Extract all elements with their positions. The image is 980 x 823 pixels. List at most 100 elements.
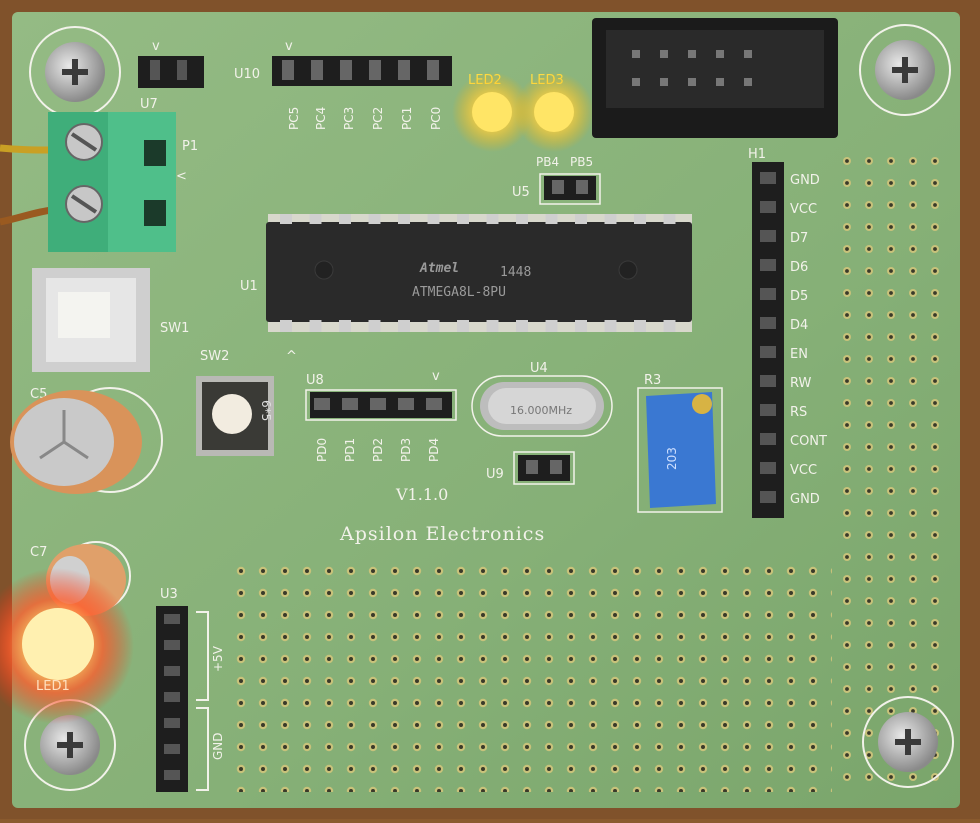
u1-pin-bottom	[368, 320, 381, 332]
u8-pin-label: PD3	[399, 438, 413, 462]
u1-pin-top	[604, 214, 617, 224]
label-u10: U10	[234, 67, 260, 82]
u1-pin-top	[339, 214, 351, 224]
u10-pin-label: PC0	[429, 107, 443, 130]
label-sw1: SW1	[160, 321, 189, 336]
trimpot-r3: R3 203	[637, 373, 723, 513]
u10-pin	[282, 60, 294, 80]
h1-pin	[760, 201, 776, 213]
u1-pin-top	[280, 214, 292, 224]
u1-pin-top	[516, 214, 528, 224]
label-pb4: PB4	[536, 155, 559, 169]
screw-bottom-left-icon	[24, 699, 116, 791]
h1-pin	[760, 317, 776, 329]
svg-text:v: v	[285, 39, 293, 54]
h1-pin-label: VCC	[790, 202, 817, 217]
label-u9: U9	[486, 467, 504, 482]
u10-pin-label: PC1	[400, 107, 414, 130]
u10-pin	[340, 60, 352, 80]
brand-name: Apsilon Electronics	[339, 523, 545, 545]
label-p1: P1	[182, 139, 198, 154]
h1-pin-label: D5	[790, 289, 808, 304]
header-u8: U8 v PD0 PD1 PD2 PD3 PD4	[305, 369, 457, 462]
label-pb5: PB5	[570, 155, 593, 169]
label-u5: U5	[512, 185, 530, 200]
u1-pin-bottom	[634, 320, 646, 332]
u1-pin-top	[634, 214, 646, 224]
u1-pin-bottom	[604, 320, 617, 332]
u1-pin-bottom	[339, 320, 351, 332]
h1-pin	[760, 259, 776, 271]
u1-pin-bottom	[309, 320, 322, 332]
u1-pin-top	[457, 214, 469, 224]
label-led1: LED1	[36, 679, 70, 694]
h1-pin-label: CONT	[790, 434, 827, 449]
u1-pin-bottom	[486, 320, 499, 332]
label-plus5v: +5V	[211, 645, 225, 672]
u10-pin-labels: PC5 PC4 PC3 PC2 PC1 PC0	[287, 107, 443, 130]
led3: LED3	[514, 72, 594, 152]
h1-pin-label: GND	[790, 492, 820, 507]
isp-box-header	[592, 18, 838, 138]
label-u1: U1	[240, 279, 258, 294]
crystal-u4: U4 16.000MHz	[471, 361, 613, 437]
header-u5: PB4 PB5 U5	[512, 155, 601, 205]
switch-sw2: SW2 6*5	[196, 349, 274, 456]
u10-pin-label: PC5	[287, 107, 301, 130]
chip-code: 1448	[500, 265, 531, 280]
led1: LED1	[0, 568, 134, 724]
u1-pin-bottom	[280, 320, 292, 332]
header-u9: U9	[486, 451, 575, 485]
sw2-mark: 6*5	[259, 400, 273, 421]
u1-pin-top	[309, 214, 322, 224]
svg-text:v: v	[432, 369, 440, 384]
label-u3: U3	[160, 587, 178, 602]
h1-pin	[760, 491, 776, 503]
h1-pin-label: RW	[790, 376, 812, 391]
svg-text:^: ^	[286, 349, 297, 364]
h1-pin	[760, 375, 776, 387]
label-u7: U7	[140, 97, 158, 112]
switch-sw1: SW1	[32, 268, 189, 372]
h1-pin-label: RS	[790, 405, 807, 420]
u8-pin-label: PD1	[343, 438, 357, 462]
h1-pin	[760, 346, 776, 358]
u10-pin	[369, 60, 381, 80]
u1-pin-bottom	[427, 320, 440, 332]
chip-logo: Atmel	[419, 261, 459, 276]
h1-pin-label: EN	[790, 347, 808, 362]
u1-pin-top	[575, 214, 587, 224]
led2: LED2	[452, 72, 532, 152]
u10-pin-label: PC2	[371, 107, 385, 130]
u1-pin-bottom	[398, 320, 410, 332]
u10-pin	[398, 60, 410, 80]
h1-pin-label: VCC	[790, 463, 817, 478]
u1-pin-bottom	[663, 320, 676, 332]
crystal-mark: 16.000MHz	[510, 404, 572, 417]
proto-area-right	[836, 150, 946, 790]
board-version: V1.1.0	[395, 485, 448, 504]
u8-pin-label: PD4	[427, 438, 441, 462]
label-c7: C7	[30, 545, 47, 560]
h1-pin-label: D4	[790, 318, 808, 333]
h1-pin	[760, 230, 776, 242]
u1-pin-bottom	[457, 320, 469, 332]
h1-pin	[760, 288, 776, 300]
u1-pin-top	[545, 214, 558, 224]
svg-text:v: v	[152, 39, 160, 54]
u1-pin-top	[663, 214, 676, 224]
label-u4: U4	[530, 361, 548, 376]
u8-pin-label: PD2	[371, 438, 385, 462]
trimpot-mark: 203	[665, 447, 679, 470]
u1-pin-top	[486, 214, 499, 224]
h1-pin	[760, 462, 776, 474]
capacitor-c5: C5	[10, 387, 163, 494]
svg-text:<: <	[176, 169, 187, 184]
u10-pin	[311, 60, 323, 80]
label-r3: R3	[644, 373, 661, 388]
label-sw2: SW2	[200, 349, 229, 364]
u10-pin-label: PC3	[342, 107, 356, 130]
h1-pin-label: D6	[790, 260, 808, 275]
